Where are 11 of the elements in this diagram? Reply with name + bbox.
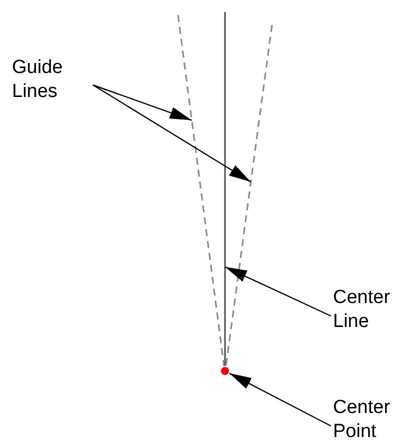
center-line [224,12,226,366]
leader-line [224,266,332,317]
leader-line [92,84,252,182]
center-point-dot [221,367,229,375]
guide-line [225,24,273,366]
callout-text: Guide Lines [12,56,92,104]
callout-text: Center Point [333,396,409,444]
leader-line [92,84,192,121]
leader-line [229,372,332,427]
callout-text: Center Line [333,286,403,334]
guide-line [177,14,225,366]
